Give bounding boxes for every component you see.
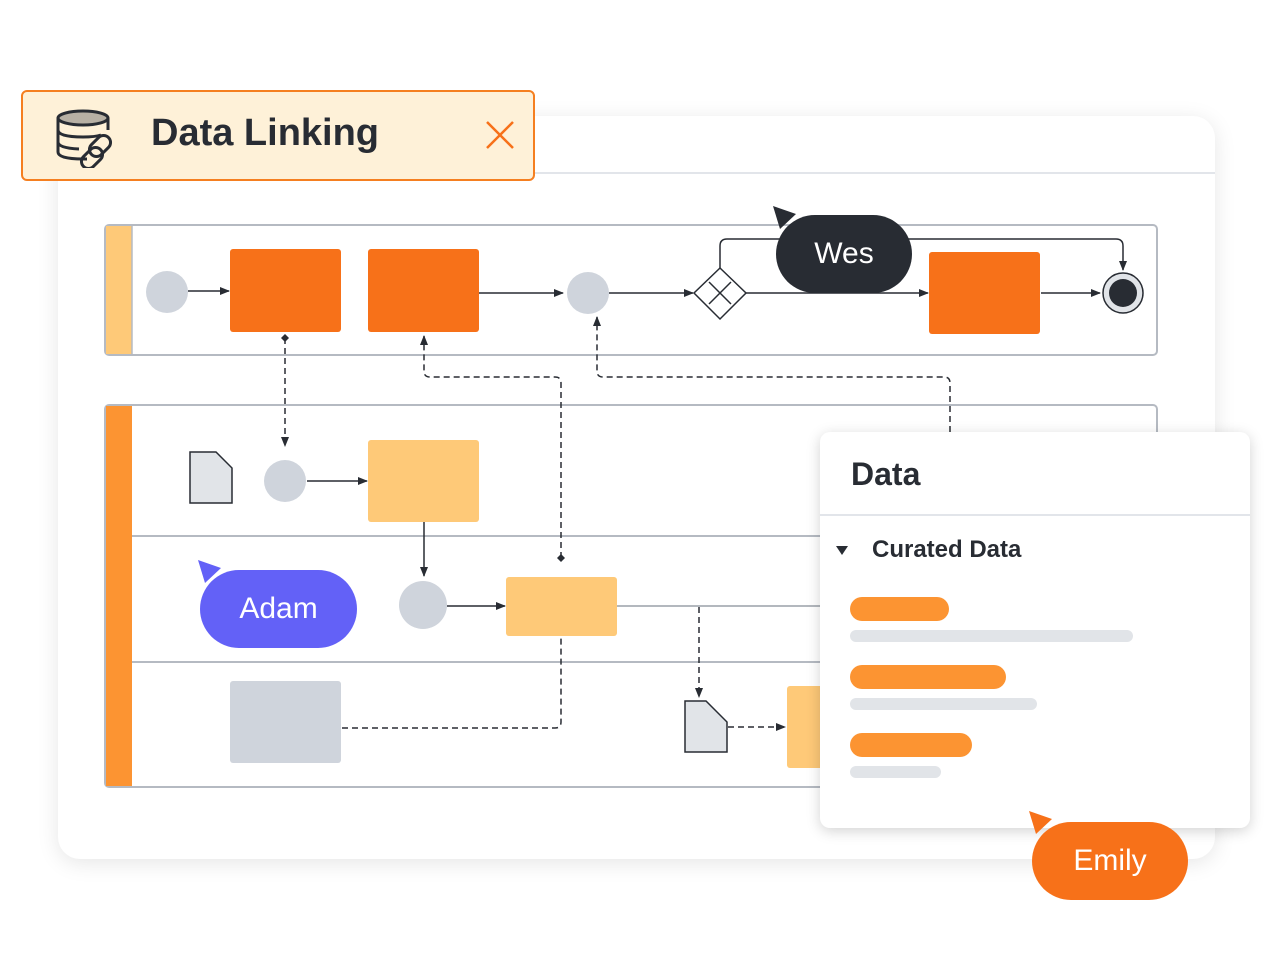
- data-item-title[interactable]: [850, 733, 972, 757]
- start-event[interactable]: [146, 271, 188, 313]
- data-link[interactable]: [593, 316, 951, 432]
- exclusive-gateway[interactable]: [692, 266, 748, 321]
- intermediate-event[interactable]: [567, 272, 609, 314]
- curated-data-section-toggle[interactable]: Curated Data: [836, 536, 1021, 564]
- cursor-pointer-icon: [198, 560, 221, 583]
- data-item-title[interactable]: [850, 665, 1006, 689]
- close-icon[interactable]: [485, 120, 515, 155]
- data-item-detail: [850, 766, 941, 778]
- cursor-pointer-icon: [773, 206, 796, 229]
- data-object[interactable]: [684, 700, 728, 753]
- task[interactable]: [230, 681, 341, 763]
- lane-header[interactable]: [106, 226, 132, 354]
- data-link[interactable]: [342, 636, 562, 729]
- task[interactable]: [929, 252, 1040, 334]
- collaborator-cursor-adam: Adam: [200, 570, 357, 648]
- task[interactable]: [506, 577, 617, 636]
- database-link-icon: [55, 106, 123, 173]
- flow[interactable]: [719, 238, 1127, 271]
- collaborator-cursor-wes: Wes: [776, 215, 912, 293]
- data-object[interactable]: [189, 451, 233, 504]
- caret-down-icon: [836, 545, 848, 555]
- sequence-flows: [188, 238, 1127, 610]
- data-panel: Data Curated Data: [820, 432, 1250, 828]
- data-item-detail: [850, 698, 1037, 710]
- data-links: [281, 316, 951, 731]
- page-title: Data Linking: [151, 112, 380, 154]
- section-label: Curated Data: [872, 536, 1022, 563]
- start-event[interactable]: [264, 460, 306, 502]
- cursor-pointer-icon: [1029, 811, 1052, 834]
- data-item-title[interactable]: [850, 597, 949, 621]
- intermediate-event[interactable]: [399, 581, 447, 629]
- task[interactable]: [368, 440, 479, 522]
- data-item-detail: [850, 630, 1133, 642]
- lane-header[interactable]: [106, 406, 132, 786]
- data-linking-header: Data Linking: [21, 90, 535, 181]
- collaborator-cursor-emily: Emily: [1032, 822, 1188, 900]
- end-event[interactable]: [1102, 272, 1144, 314]
- task[interactable]: [368, 249, 479, 332]
- task[interactable]: [230, 249, 341, 332]
- panel-title: Data: [851, 456, 921, 492]
- panel-divider: [820, 514, 1250, 516]
- window-header-divider: [58, 172, 1215, 174]
